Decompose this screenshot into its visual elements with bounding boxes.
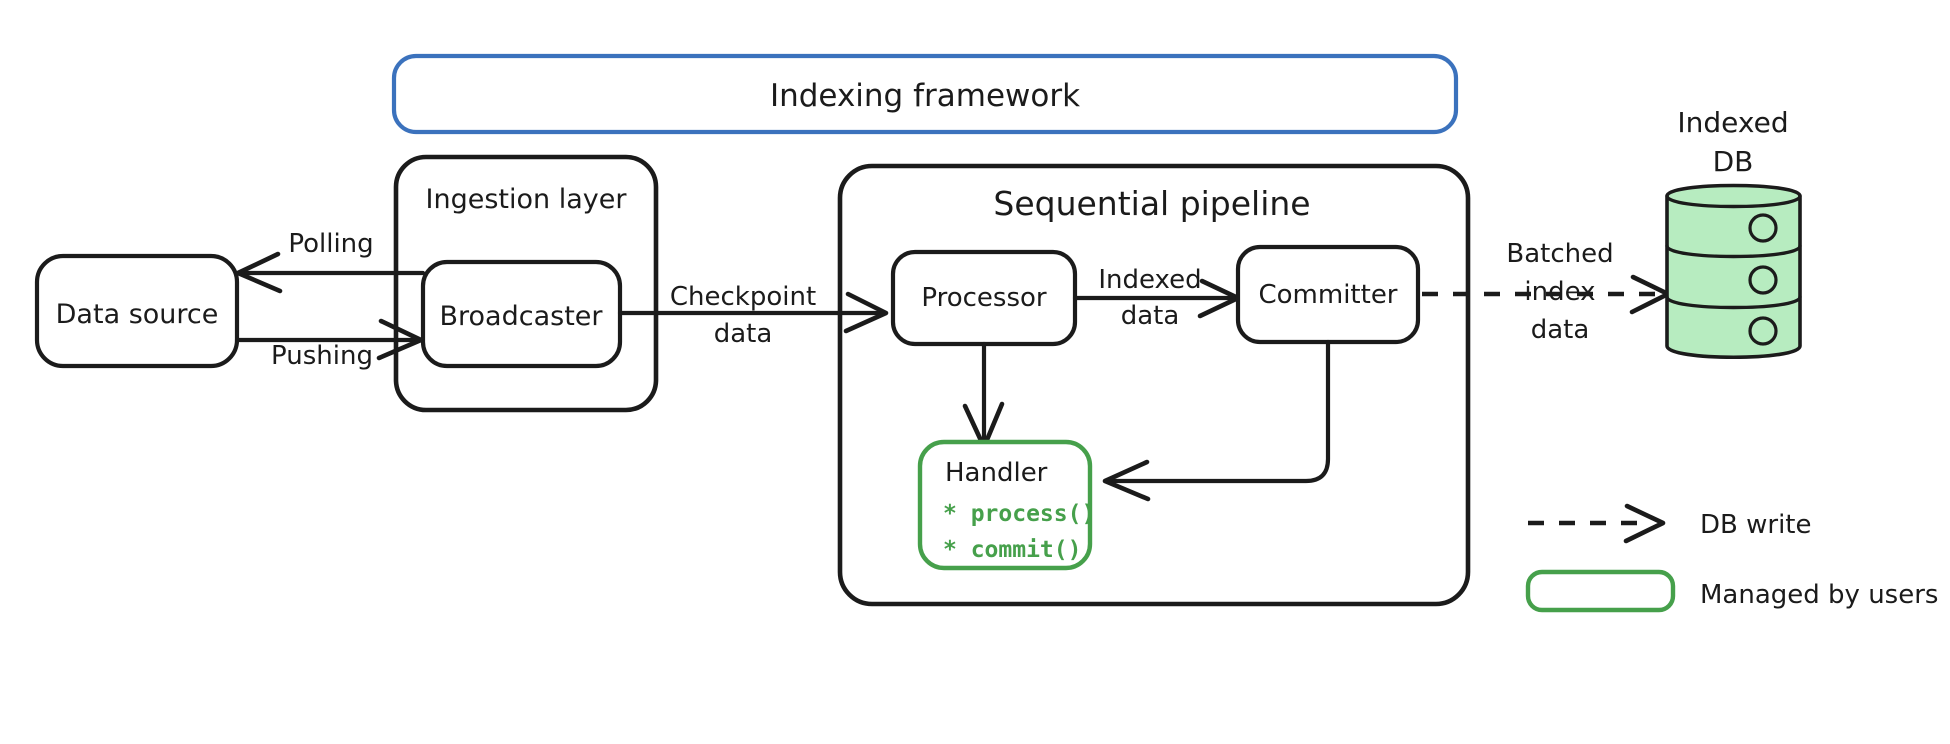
ingestion-layer-box [393,154,659,413]
group-ingestion-layer[interactable]: Ingestion layer [393,154,659,413]
legend-arrowhead-icon [1623,503,1666,544]
ingestion-layer-label: Ingestion layer [426,184,628,215]
batched-index-data-label-line3: data [1531,315,1590,345]
legend-label-db-write: DB write [1700,510,1812,540]
indexed-data-label-line2: data [1121,301,1180,331]
db-indicator-1 [1748,213,1778,243]
indexing-framework-box [391,53,1459,135]
edge-pushing: Pushing [234,318,424,371]
db-indicator-2 [1748,265,1778,295]
edge-committer-to-handler [1102,339,1331,502]
database-cylinder-icon [1665,183,1802,359]
processor-label: Processor [921,283,1047,313]
checkpoint-data-label-line2: data [714,319,773,349]
polling-label: Polling [288,229,373,259]
edge-processor-to-handler [962,341,1005,450]
broadcaster-label: Broadcaster [440,301,604,332]
sequential-pipeline-label: Sequential pipeline [993,184,1310,223]
indexed-data-label-line1: Indexed [1098,265,1201,295]
data-source-label: Data source [56,299,219,330]
node-committer[interactable]: Committer [1235,244,1421,345]
checkpoint-data-label-line1: Checkpoint [670,282,816,312]
node-handler[interactable]: Handler * process() * commit() [917,439,1095,571]
node-indexed-db[interactable]: Indexed DB [1665,106,1802,359]
group-sequential-pipeline[interactable]: Sequential pipeline [837,163,1471,607]
indexed-db-label-line2: DB [1713,145,1754,178]
edge-indexed-data: Indexed data [1072,265,1241,331]
db-indicator-3 [1748,316,1778,346]
sequential-pipeline-box [837,163,1471,607]
legend-green-box-icon [1525,569,1676,613]
legend-item-db-write: DB write [1528,503,1812,544]
node-broadcaster[interactable]: Broadcaster [420,259,623,369]
legend: DB write Managed by users [1525,503,1938,613]
node-processor[interactable]: Processor [890,249,1078,347]
edge-checkpoint-data: Checkpoint data [617,282,889,349]
handler-method-commit: * commit() [943,537,1081,563]
handler-title: Handler [945,458,1048,488]
legend-label-managed-by-users: Managed by users [1700,580,1938,610]
node-data-source[interactable]: Data source [34,253,240,369]
committer-label: Committer [1258,280,1397,310]
handler-method-process: * process() [943,501,1095,527]
indexed-db-label-line1: Indexed [1677,106,1788,139]
indexing-framework-banner[interactable]: Indexing framework [391,53,1459,135]
indexing-framework-label: Indexing framework [770,78,1080,114]
legend-item-managed-by-users: Managed by users [1525,569,1938,613]
pushing-label: Pushing [271,341,373,371]
edge-batched-index-data: Batched index data [1422,239,1671,345]
handler-box [917,439,1093,571]
batched-index-data-label-line1: Batched [1506,239,1613,269]
edge-polling: Polling [235,229,426,294]
data-source-box [34,253,240,369]
batched-index-data-label-line2: index [1524,277,1595,307]
